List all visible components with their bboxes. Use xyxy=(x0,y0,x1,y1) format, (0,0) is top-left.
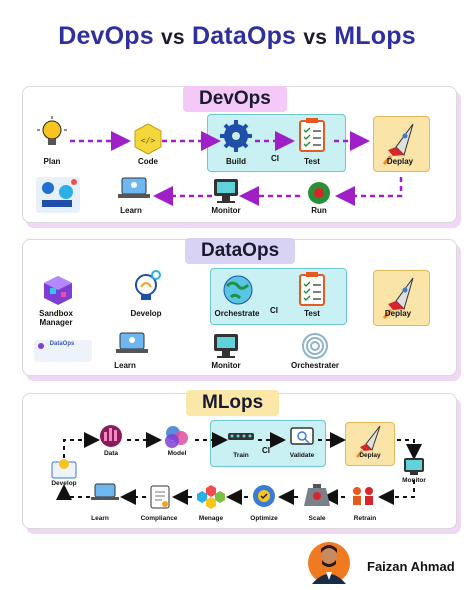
mlops-label-optimize: Optimize xyxy=(250,515,278,522)
title-mlops: MLops xyxy=(334,22,416,50)
menage-hexagons-icon xyxy=(197,485,225,509)
mlops-section-title: MLops xyxy=(186,390,280,416)
dataops-monitor-icon xyxy=(214,334,238,358)
title-vs-1: vs xyxy=(161,26,185,49)
test-checklist-icon xyxy=(299,118,325,152)
validate-screen-icon xyxy=(290,427,314,445)
train-network-icon xyxy=(228,433,254,440)
devops-label-test: Test xyxy=(304,157,320,166)
orchestrate-globe-icon xyxy=(223,275,253,305)
dataops-logo-text: DataOps xyxy=(49,341,75,347)
data-bars-icon xyxy=(100,425,122,447)
dataops-deploy-box xyxy=(373,270,430,326)
mlops-label-deploy: Deplay xyxy=(359,452,381,459)
mlops-label-retrain: Retrain xyxy=(353,515,377,522)
devops-label-plan: Plan xyxy=(43,157,61,166)
compliance-document-icon xyxy=(150,485,170,509)
develop-idea-icon xyxy=(51,459,77,479)
gear-icon xyxy=(220,120,252,152)
mlops-label-scale: Scale xyxy=(308,515,326,522)
scale-weight-icon xyxy=(304,484,330,506)
mlops-label-compliance: Compliance xyxy=(140,515,178,522)
dataops-label-monitor: Monitor xyxy=(211,361,241,370)
dataops-test-checklist-icon xyxy=(299,272,325,306)
mlops-learn-laptop-icon xyxy=(91,483,119,500)
dataops-label-sandbox-manager: Sandbox Manager xyxy=(39,309,73,327)
optimize-gauge-icon xyxy=(253,485,275,507)
dataops-label-orchestrate: Orchestrate xyxy=(214,309,260,318)
svg-text:</>: </> xyxy=(141,136,156,145)
mlops-rocket-icon xyxy=(356,425,381,458)
retrain-people-icon xyxy=(353,487,373,505)
develop-bulb-gear-icon xyxy=(135,270,161,300)
mlops-monitor-icon xyxy=(404,458,424,475)
devops-label-learn: Learn xyxy=(120,206,142,215)
mlops-label-train: Train xyxy=(233,452,249,459)
mlops-label-learn: Learn xyxy=(91,515,109,522)
dataops-section-title: DataOps xyxy=(185,238,296,264)
run-cycle-icon xyxy=(308,179,330,204)
mlops-label-ci: CI xyxy=(262,446,270,455)
page-title: DevOps vs DataOps vs MLops xyxy=(0,22,474,51)
devops-label-deploy: Deplay xyxy=(386,157,414,166)
dataops-logo-illustration xyxy=(34,340,92,362)
mlops-label-menage: Menage xyxy=(198,515,224,522)
dataops-label-orchestrater: Orchestrater xyxy=(290,361,340,370)
author-name: Faizan Ahmad xyxy=(367,559,455,574)
mlops-label-monitor: Monitor xyxy=(402,477,426,484)
lightbulb-icon xyxy=(37,116,67,145)
devops-label-run: Run xyxy=(311,206,327,215)
devops-label-ci: CI xyxy=(271,154,279,163)
dataops-label-develop: Develop xyxy=(130,309,162,318)
dataops-learn-laptop-icon xyxy=(116,332,148,353)
devops-learn-laptop-icon xyxy=(118,177,150,198)
orchestrater-rings-icon xyxy=(302,333,328,359)
devops-flow-arrows xyxy=(70,131,403,206)
devops-section-title: DevOps xyxy=(183,86,287,112)
mlops-label-data: Data xyxy=(103,450,119,457)
title-devops: DevOps xyxy=(58,22,154,50)
rocket-icon xyxy=(382,123,414,165)
mlops-label-validate: Validate xyxy=(289,452,315,459)
model-venn-icon xyxy=(165,426,188,448)
mlops-label-model: Model xyxy=(167,450,187,457)
devops-monitor-icon xyxy=(214,179,238,203)
devops-logo-illustration xyxy=(36,177,80,213)
mlops-label-develop: Develop xyxy=(51,480,77,487)
title-dataops: DataOps xyxy=(191,22,297,50)
dataops-label-learn: Learn xyxy=(114,361,136,370)
sandbox-cube-icon xyxy=(44,276,72,305)
dataops-label-test: Test xyxy=(304,309,320,318)
dataops-label-ci: CI xyxy=(270,306,278,315)
code-icon: </> xyxy=(134,123,162,155)
devops-label-code: Code xyxy=(138,157,158,166)
title-vs-2: vs xyxy=(303,26,328,49)
dataops-label-deploy: Deplay xyxy=(384,309,412,318)
mlops-flow-arrows xyxy=(56,432,422,505)
devops-label-build: Build xyxy=(226,157,246,166)
dataops-rocket-icon xyxy=(382,277,414,319)
devops-label-monitor: Monitor xyxy=(211,206,241,215)
